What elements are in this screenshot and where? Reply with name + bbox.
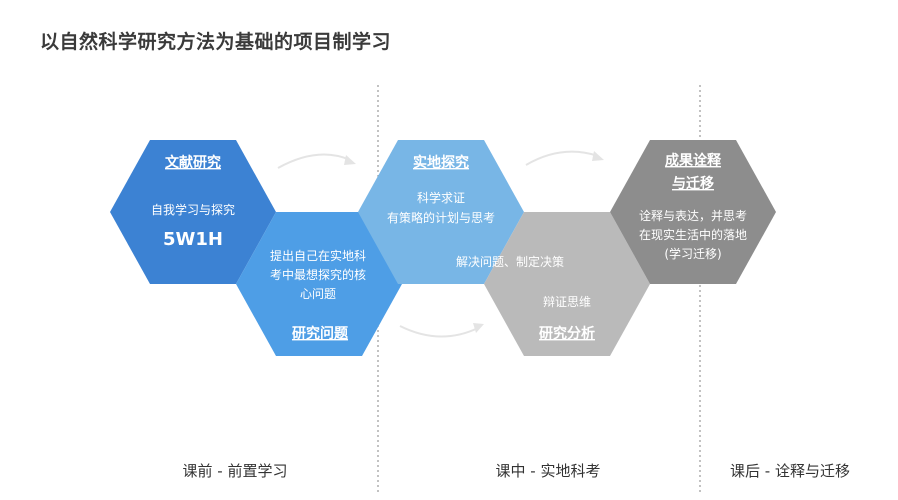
question-body-line-1: 提出自己在实地科 — [270, 248, 366, 263]
hexagon-research-analysis — [484, 212, 650, 356]
question-heading: 研究问题 — [292, 325, 349, 342]
phase-label-in-class: 课中 - 实地科考 — [496, 462, 601, 480]
phase-label-before-class: 课前 - 前置学习 — [183, 462, 288, 480]
field-heading: 实地探究 — [413, 154, 469, 171]
hexagon-literature-research — [110, 140, 276, 284]
results-body-line-3: (学习迁移) — [664, 246, 721, 261]
flow-arrow-bottom-1 — [399, 325, 479, 338]
field-body-line-2: 有策略的计划与思考 — [387, 210, 495, 225]
literature-heading: 文献研究 — [165, 154, 221, 171]
results-body-line-1: 诠释与表达，并思考 — [639, 208, 747, 223]
flow-arrow-top-2-head — [592, 151, 604, 161]
field-decision-text: 解决问题、制定决策 — [456, 254, 564, 269]
results-body-line-2: 在现实生活中的落地 — [639, 227, 747, 242]
hexagon-research-question — [236, 212, 402, 356]
results-heading-line-1: 成果诠释 — [665, 152, 722, 169]
hexagon-results-transfer — [610, 140, 776, 284]
field-body-line-1: 科学求证 — [417, 190, 465, 205]
literature-5w1h: 5W1H — [163, 229, 223, 250]
flow-arrow-top-1 — [277, 153, 351, 169]
literature-body: 自我学习与探究 — [151, 202, 235, 217]
hexagon-field-inquiry — [358, 140, 524, 284]
phase-label-after-class: 课后 - 诠释与迁移 — [730, 462, 850, 480]
page-title: 以自然科学研究方法为基础的项目制学习 — [40, 31, 392, 53]
results-heading-line-2: 与迁移 — [672, 175, 714, 192]
analysis-heading: 研究分析 — [539, 325, 595, 342]
flow-arrow-top-1-head — [344, 155, 356, 165]
question-body-line-2: 考中最想探究的核 — [270, 267, 366, 282]
question-body-line-3: 心问题 — [300, 287, 336, 301]
flow-arrow-top-2 — [525, 150, 599, 166]
analysis-body: 辩证思维 — [543, 295, 591, 309]
flow-arrow-bottom-1-head — [473, 323, 484, 333]
